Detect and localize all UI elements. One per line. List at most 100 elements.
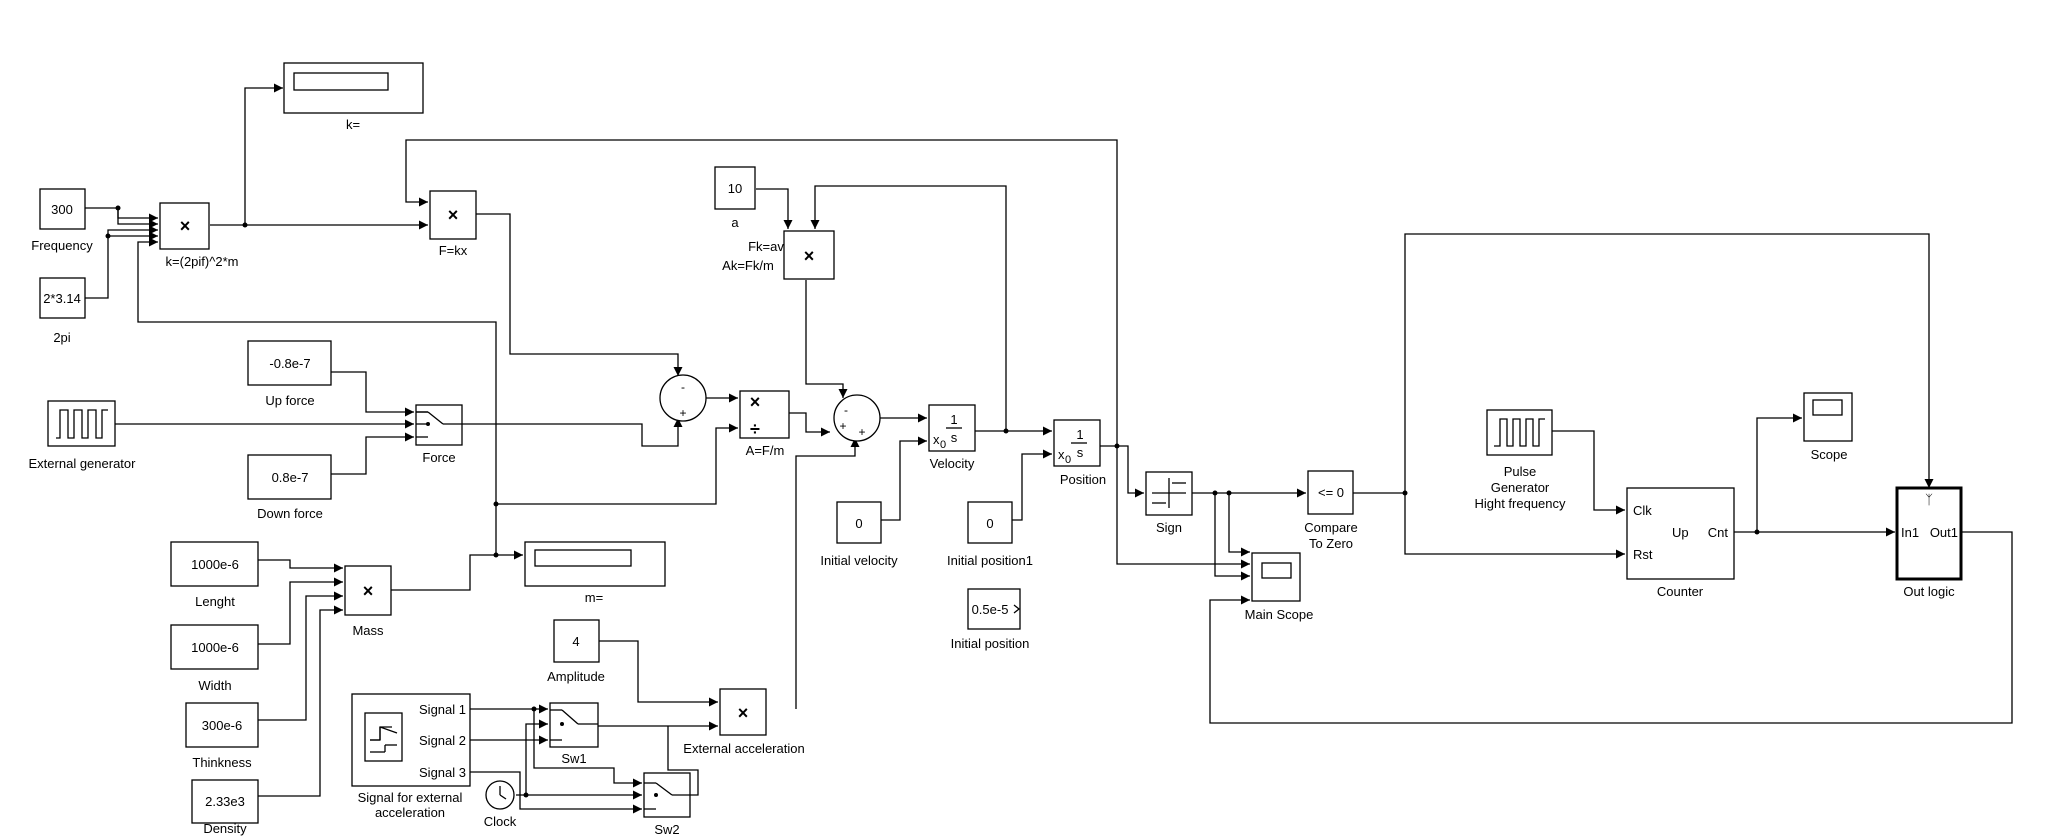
wire-extacc-sum2 [795, 438, 860, 709]
sum2-block[interactable]: - + + [833, 394, 881, 442]
pulse-generator-icon [1494, 418, 1545, 447]
up-force-label: Up force [265, 393, 314, 408]
m-display-block[interactable]: m= [524, 541, 666, 605]
length-label: Lenght [195, 594, 235, 609]
sum2-minus: - [844, 403, 848, 417]
out-logic-block[interactable]: ᛉ In1 Out1 Out logic [1895, 486, 1963, 599]
wire-fk-sum2 [805, 280, 848, 398]
pulse-generator-block[interactable]: Pulse Generator Hight frequency [1474, 409, 1566, 511]
main-scope-screen-icon [1261, 562, 1292, 579]
external-generator-label: External generator [29, 456, 137, 471]
external-acceleration-block[interactable]: × External acceleration [683, 688, 805, 756]
length-value: 1000e-6 [191, 557, 239, 572]
sum1-block[interactable]: - + [659, 374, 707, 422]
k-product-block[interactable]: × k=(2pif)^2*m [159, 202, 239, 269]
wire-signal3-sw2 [470, 771, 642, 814]
velocity-label: Velocity [930, 456, 975, 471]
velocity-x0-sub: 0 [940, 439, 946, 451]
wire-mass-m [390, 550, 523, 591]
compare-to-zero-block[interactable]: <= 0 Compare To Zero [1304, 470, 1358, 551]
mass-product-block[interactable]: × Mass [344, 565, 392, 638]
sw1-label: Sw1 [561, 751, 586, 766]
amplitude-constant[interactable]: 4 Amplitude [547, 619, 605, 684]
external-generator-block[interactable]: External generator [29, 400, 137, 471]
divide-mul: × [750, 392, 761, 412]
clock-block[interactable]: Clock [484, 780, 517, 829]
counter-up: Up [1672, 525, 1689, 540]
scope-block[interactable]: Scope [1803, 392, 1853, 462]
a-constant[interactable]: 10 a [714, 166, 756, 230]
a-value: 10 [728, 181, 742, 196]
wire-compare-counter [1353, 492, 1625, 559]
f-product-block[interactable]: × F=kx [429, 190, 477, 258]
frequency-constant[interactable]: 300 Frequency [31, 188, 93, 253]
pulse-label2: Generator [1491, 480, 1550, 495]
sign-label: Sign [1156, 520, 1182, 535]
width-constant[interactable]: 1000e-6 Width [170, 624, 259, 693]
initial-velocity-constant[interactable]: 0 Initial velocity [820, 501, 898, 568]
clock-label: Clock [484, 814, 517, 829]
fk-product-block[interactable]: × Fk=av Ak=Fk/m [722, 230, 835, 280]
wire-signal1-sw2 [533, 709, 642, 788]
wire-2pi-k2 [107, 225, 158, 236]
sum1-minus: - [681, 380, 685, 394]
wire-velocity-fk [810, 185, 1007, 431]
force-switch-block[interactable]: Force [415, 404, 463, 465]
initial-position1-constant[interactable]: 0 Initial position1 [947, 501, 1033, 568]
counter-cnt: Cnt [1708, 525, 1729, 540]
divide-block[interactable]: × ÷ A=F/m [739, 390, 790, 458]
counter-label: Counter [1657, 584, 1704, 599]
two-pi-label: 2pi [53, 330, 70, 345]
out-logic-in: In1 [1901, 525, 1919, 540]
thickness-constant[interactable]: 300e-6 Thinkness [185, 702, 259, 770]
compare-label2: To Zero [1309, 536, 1353, 551]
initial-position-block[interactable]: 0.5e-5 Initial position [951, 588, 1030, 651]
two-pi-constant[interactable]: 2*3.14 2pi [39, 277, 86, 345]
down-force-label: Down force [257, 506, 323, 521]
signal2-label: Signal 2 [419, 733, 466, 748]
two-pi-value: 2*3.14 [43, 291, 81, 306]
k-display-block[interactable]: k= [283, 62, 424, 132]
initial-position-value: 0.5e-5 [972, 602, 1009, 617]
wire-position-mainscope [1116, 446, 1250, 569]
wire-density-mass [258, 605, 343, 797]
sign-block[interactable]: Sign [1145, 471, 1193, 535]
sw2-block[interactable]: Sw2 [643, 772, 691, 837]
main-scope-block[interactable]: Main Scope [1245, 552, 1314, 622]
wire-2pi-k [68, 231, 158, 299]
signal1-label: Signal 1 [419, 702, 466, 717]
wire-counter-scope [1756, 413, 1802, 532]
force-switch-label: Force [422, 450, 455, 465]
initial-position1-label: Initial position1 [947, 553, 1033, 568]
signal-builder-block[interactable]: Signal 1 Signal 2 Signal 3 Signal for ex… [351, 693, 471, 820]
wire-position-f [405, 139, 1118, 446]
counter-block[interactable]: Clk Rst Up Cnt Counter [1626, 487, 1735, 599]
position-num: 1 [1076, 427, 1083, 442]
scope-label: Scope [1811, 447, 1848, 462]
wire-pulse-counter [1552, 430, 1625, 515]
signal-builder-label1: Signal for external [358, 790, 463, 805]
velocity-den: s [951, 430, 958, 445]
position-integrator[interactable]: 1 s x 0 Position [1053, 419, 1106, 487]
mass-product-symbol: × [363, 581, 374, 601]
wire-divide-sum2 [786, 412, 830, 437]
down-force-constant[interactable]: 0.8e-7 Down force [247, 454, 332, 521]
length-constant[interactable]: 1000e-6 Lenght [170, 541, 259, 609]
compare-label1: Compare [1304, 520, 1357, 535]
up-force-constant[interactable]: -0.8e-7 Up force [247, 340, 332, 408]
m-display-label: m= [585, 590, 603, 605]
fk-product-symbol: × [804, 246, 815, 266]
sw1-block[interactable]: Sw1 [549, 702, 599, 766]
out-logic-icon: ᛉ [1925, 492, 1933, 507]
density-constant[interactable]: 2.33e3 Density [191, 779, 259, 836]
thickness-label: Thinkness [192, 755, 252, 770]
wire-force-sum1 [459, 418, 683, 447]
velocity-integrator[interactable]: 1 s x 0 Velocity [928, 404, 976, 471]
initial-position-label: Initial position [951, 636, 1030, 651]
up-force-value: -0.8e-7 [269, 356, 310, 371]
initial-velocity-value: 0 [855, 516, 862, 531]
out-logic-out: Out1 [1930, 525, 1958, 540]
k-product-label: k=(2pif)^2*m [166, 254, 239, 269]
position-x0: x [1058, 447, 1065, 462]
compare-value: <= 0 [1318, 485, 1344, 500]
